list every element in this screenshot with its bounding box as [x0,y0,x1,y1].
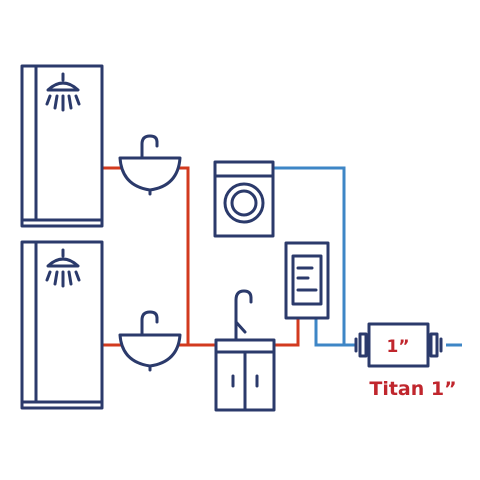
cabinet-icon [214,289,276,412]
washbasin-bottom [118,310,182,372]
hot-water-pipes [102,166,300,347]
filter-size-label: 1” [386,337,409,357]
sink-icon [118,310,182,372]
washing-machine-icon [213,160,275,238]
hot-pipe-riser [178,166,190,345]
washing-machine [213,160,275,238]
sink-icon [118,134,182,196]
shower-icon [45,72,81,112]
shower-icon [45,248,81,288]
hot-pipe-heater [274,318,300,347]
cold-water-pipes [273,166,462,347]
shower-cabin-top [20,64,104,228]
filter-name-label: Titan 1” [369,378,456,400]
shower-cabin-bottom [20,240,104,410]
water-heater [284,241,330,320]
cold-pipe-heater [314,318,344,347]
water-heater-icon [284,241,330,320]
titan-filter: 1” [354,322,443,368]
vanity-cabinet [214,289,276,412]
washbasin-top [118,134,182,196]
cold-pipe-washer [273,166,356,347]
